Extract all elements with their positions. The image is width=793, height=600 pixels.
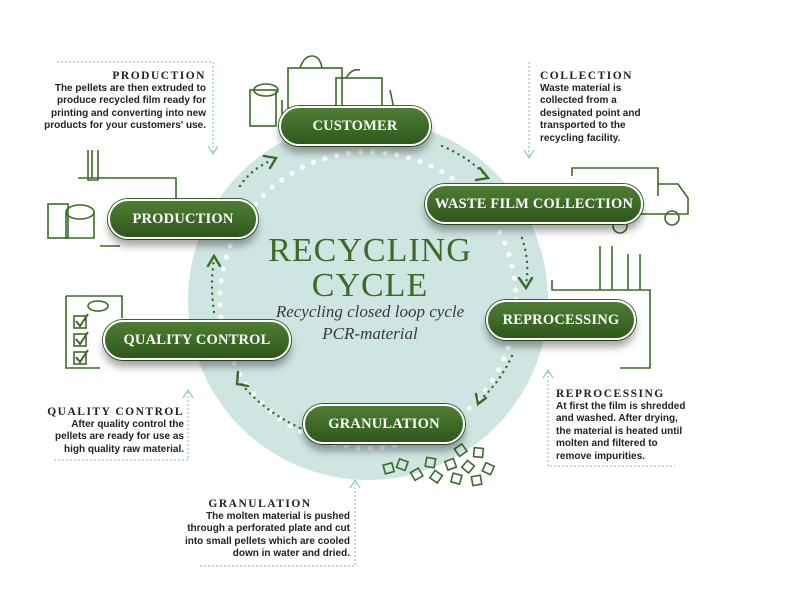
note-reprocessing-line: molten and filtered to (556, 438, 658, 449)
stage-customer: CUSTOMER (279, 106, 431, 146)
note-quality-line: pellets are ready for use as (55, 431, 184, 442)
leader-lines (52, 61, 675, 567)
arrow-collection-to-reprocessing (520, 236, 529, 286)
stage-quality-control: QUALITY CONTROL (103, 320, 291, 360)
note-granulation-line: into small pellets which are cooled (184, 535, 350, 547)
note-production-line: products for your customers' use. (44, 120, 206, 131)
note-collection: COLLECTION Waste material is collected f… (540, 70, 680, 145)
note-granulation-line: through a perforated plate and cut (187, 523, 350, 534)
center-title-line2: CYCLE (311, 267, 429, 304)
factory-icon-right (551, 246, 651, 369)
stage-granulation: GRANULATION (303, 404, 465, 444)
note-quality-heading: QUALITY CONTROL (47, 406, 184, 418)
note-reprocessing-line: At first the film is shredded (556, 400, 686, 412)
pellets-icon (382, 442, 496, 487)
stage-reprocessing: REPROCESSING (486, 300, 636, 340)
note-collection-line: transported to the (540, 120, 626, 131)
leader-arrowheads (182, 145, 554, 489)
note-quality-control: QUALITY CONTROL After quality control th… (34, 406, 184, 456)
note-quality-line: After quality control the (71, 418, 184, 430)
center-subtitle-line2: PCR-material (322, 324, 418, 343)
arrow-quality-to-production (210, 258, 216, 314)
note-granulation-line: down in water and dried. (232, 548, 350, 559)
note-production-line: The pellets are then extruded to (54, 82, 206, 94)
note-reprocessing: REPROCESSING At first the film is shredd… (556, 388, 726, 463)
note-collection-line: Waste material is (540, 82, 622, 94)
note-collection-line: designated point and (540, 107, 641, 119)
arrow-production-to-customer (238, 158, 274, 188)
note-granulation-heading: GRANULATION (208, 498, 312, 510)
note-collection-line: collected from a (540, 95, 617, 106)
note-production-line: produce recycled film ready for (57, 95, 206, 106)
note-reprocessing-line: remove impurities. (556, 450, 645, 462)
note-collection-heading: COLLECTION (540, 70, 633, 82)
note-reprocessing-heading: REPROCESSING (556, 388, 665, 400)
center-subtitle-line1: Recycling closed loop cycle (275, 302, 465, 321)
note-reprocessing-line: the material is heated until (556, 425, 683, 437)
note-collection-line: recycling facility. (540, 132, 621, 144)
checklist-icon (65, 295, 123, 369)
note-quality-line: high quality raw material. (63, 443, 184, 455)
note-production-line: printing and converting into new (51, 107, 206, 119)
center-title-line1: RECYCLING (268, 232, 472, 269)
stage-waste-film-collection: WASTE FILM COLLECTION (425, 184, 643, 224)
note-granulation: GRANULATION The molten material is pushe… (170, 498, 350, 561)
note-production: PRODUCTION The pellets are then extruded… (40, 70, 206, 133)
arrow-heads (206, 154, 534, 407)
note-granulation-line: The molten material is pushed (206, 510, 350, 522)
note-production-heading: PRODUCTION (112, 70, 206, 82)
stage-production: PRODUCTION (108, 199, 258, 239)
note-reprocessing-line: and washed. After drying, (556, 413, 678, 424)
factory-icon-left (47, 150, 177, 247)
